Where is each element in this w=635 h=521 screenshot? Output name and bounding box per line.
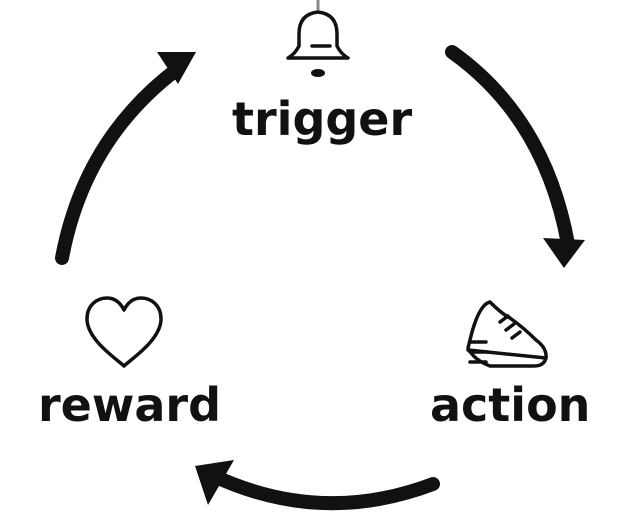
running-shoe-icon — [466, 300, 548, 368]
stage-label-action: action — [430, 378, 591, 432]
bell-icon — [286, 0, 350, 77]
arrow-reward-to-trigger — [55, 52, 196, 265]
arrow-trigger-to-action — [445, 45, 585, 268]
stage-label-reward: reward — [38, 378, 222, 432]
stage-label-trigger: trigger — [232, 92, 413, 146]
arrow-action-to-reward — [195, 460, 440, 511]
heart-icon — [85, 296, 163, 368]
